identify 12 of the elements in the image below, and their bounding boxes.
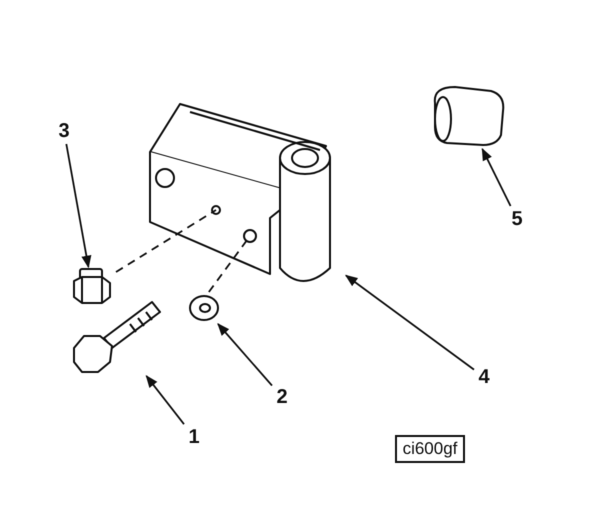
leader-arrow bbox=[146, 375, 185, 425]
callout-number: 1 bbox=[188, 427, 200, 447]
callout-number: 4 bbox=[478, 367, 490, 387]
leader-arrow bbox=[482, 148, 512, 206]
leader-arrow bbox=[344, 274, 475, 370]
drawing-code: ci600gf bbox=[394, 434, 466, 464]
leader-arrow bbox=[217, 323, 273, 386]
callout-number: 5 bbox=[511, 209, 523, 229]
callout-number: 2 bbox=[276, 387, 288, 407]
leader-arrow bbox=[65, 144, 92, 268]
dashed-line bbox=[116, 209, 216, 273]
callout-number: 3 bbox=[58, 121, 70, 141]
